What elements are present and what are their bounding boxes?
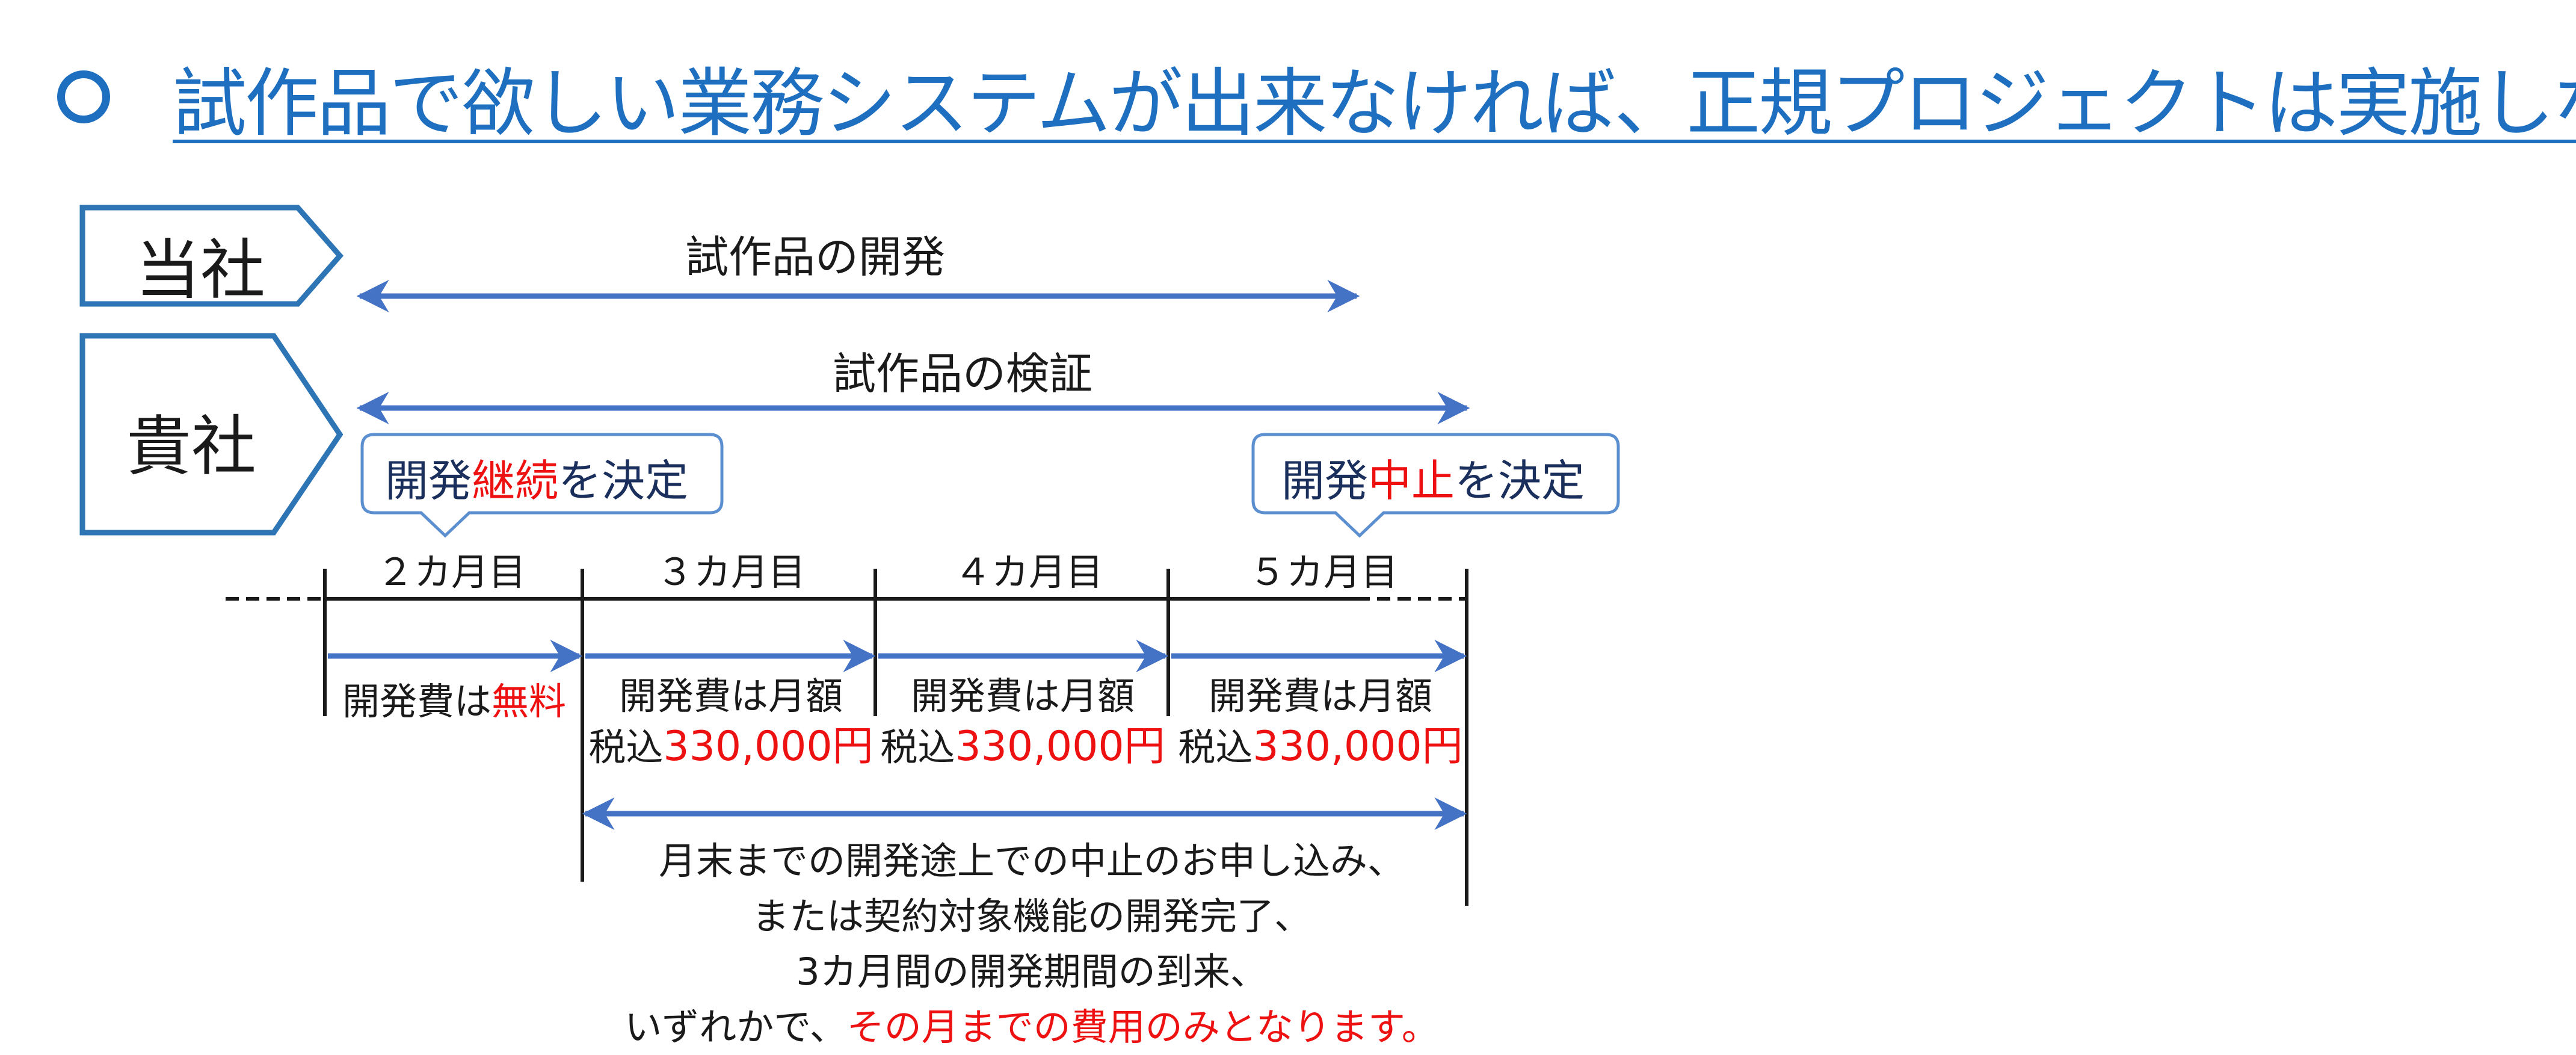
party-us-label: 当社 [135, 233, 266, 308]
party-client-label: 貴社 [126, 409, 257, 484]
cost-text: 開発費は月額 [910, 674, 1135, 718]
month-label: ５カ月目 [1248, 550, 1399, 594]
cost-amount-line: 税込330,000円 [880, 722, 1165, 773]
callout-text-part: を決定 [558, 456, 689, 506]
cost-free-label: 開発費は無料 [342, 671, 566, 725]
month-label: ３カ月目 [656, 550, 806, 594]
note-line: 3カ月間の開発期間の到来、 [796, 950, 1268, 994]
callout-text-part: 開発 [385, 456, 472, 506]
cost-monthly-label: 開発費は月額 税込330,000円 [1178, 671, 1462, 773]
month-label: ４カ月目 [954, 550, 1104, 594]
note-line: 月末までの開発途上での中止のお申し込み、 [658, 839, 1405, 883]
cost-text: 税込 [588, 725, 664, 769]
callout-stop-bubble [1251, 433, 1620, 538]
month-label: ２カ月目 [376, 550, 526, 594]
callout-continue-text: 開発継続を決定 [385, 445, 688, 509]
cost-amount: 330,000円 [1253, 723, 1463, 770]
cost-amount: 330,000円 [955, 723, 1165, 770]
callout-highlight: 継続 [472, 456, 559, 506]
callout-text-part: 開発 [1281, 456, 1369, 506]
cost-text: 開発費は月額 [618, 674, 843, 718]
callout-highlight: 中止 [1368, 456, 1455, 506]
note-highlight: その月までの費用のみとなります。 [846, 1005, 1439, 1049]
cost-amount-line: 税込330,000円 [1178, 722, 1462, 773]
cost-text: 税込 [880, 725, 955, 769]
cost-text: 開発費は [342, 679, 491, 723]
callout-text-part: を決定 [1455, 456, 1585, 506]
note-line: いずれかで、その月までの費用のみとなります。 [624, 1000, 1438, 1055]
party-client-chevron [79, 333, 344, 536]
note-line: または契約対象機能の開発完了、 [751, 894, 1312, 938]
cost-monthly-label: 開発費は月額 税込330,000円 [880, 671, 1165, 773]
callout-continue-bubble [360, 433, 724, 538]
cost-text: 税込 [1178, 725, 1253, 769]
cost-text: 開発費は月額 [1208, 674, 1432, 718]
cancellation-note: 月末までの開発途上での中止のお申し込み、 または契約対象機能の開発完了、 3カ月… [624, 834, 1438, 1055]
development-span-label: 試作品の開発 [685, 232, 946, 282]
page-title-row: 試作品で欲しい業務システムが出来なければ、正規プロジェクトは実施しない [57, 40, 2576, 154]
note-text: いずれかで、 [624, 1005, 847, 1049]
cost-amount: 330,000円 [663, 723, 874, 770]
verification-span-label: 試作品の検証 [832, 348, 1093, 399]
cost-highlight: 無料 [491, 679, 567, 723]
page-title: 試作品で欲しい業務システムが出来なければ、正規プロジェクトは実施しない [173, 61, 2576, 147]
cost-amount-line: 税込330,000円 [588, 722, 873, 773]
cost-monthly-label: 開発費は月額 税込330,000円 [588, 671, 873, 773]
callout-stop-text: 開発中止を決定 [1281, 445, 1585, 509]
party-us-chevron [79, 205, 344, 307]
